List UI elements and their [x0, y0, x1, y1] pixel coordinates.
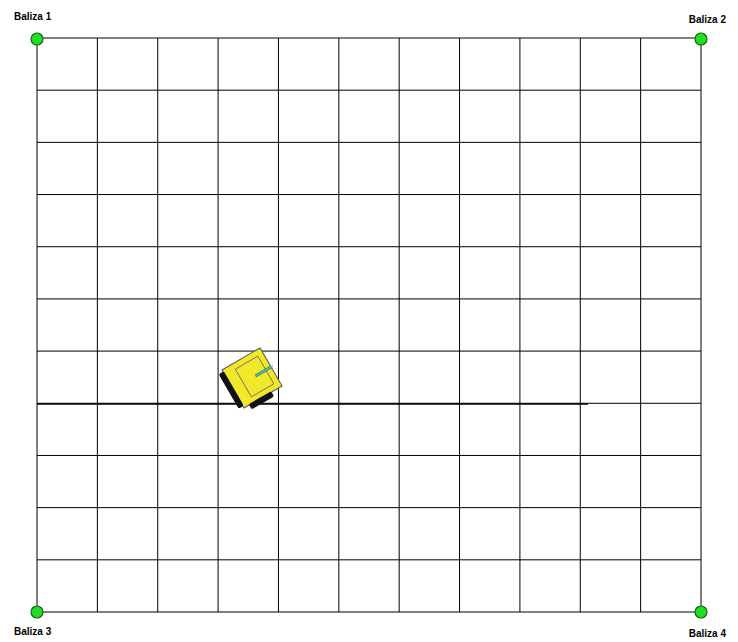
beacons	[31, 33, 707, 618]
grid-line	[37, 507, 701, 508]
grid-line	[580, 38, 581, 612]
grid-line	[97, 38, 98, 612]
grid-line	[459, 38, 460, 612]
grid-line	[399, 38, 400, 612]
grid-line	[338, 38, 339, 612]
grid-line	[37, 38, 701, 39]
grid-line	[640, 38, 641, 612]
beacon-dot	[31, 33, 43, 45]
grid-line	[37, 403, 701, 404]
beacon-dot	[695, 33, 707, 45]
beacon-dot	[695, 606, 707, 618]
grid-line	[37, 298, 701, 299]
robot-body	[222, 348, 282, 408]
path-line	[37, 403, 588, 405]
beacon-label: Baliza 2	[689, 14, 726, 26]
beacon-dot	[31, 606, 43, 618]
robot-wheel	[249, 391, 275, 409]
grid-line	[37, 90, 701, 91]
grid-line	[278, 38, 279, 612]
grid-line	[37, 38, 38, 612]
robot	[218, 347, 287, 415]
grid-line	[37, 455, 701, 456]
grid-line	[37, 612, 701, 613]
grid-line	[37, 194, 701, 195]
beacon-label: Baliza 3	[14, 626, 51, 638]
beacon-label: Baliza 1	[14, 11, 51, 23]
grid-line	[37, 142, 701, 143]
robot-sensor	[255, 366, 272, 376]
grid-line	[37, 351, 701, 352]
grid-line	[701, 38, 702, 612]
robot-plate	[235, 356, 274, 397]
grid-line	[519, 38, 520, 612]
beacon-label: Baliza 4	[689, 628, 726, 640]
grid	[37, 38, 701, 612]
grid-line	[157, 38, 158, 612]
grid-line	[218, 38, 219, 612]
grid-line	[37, 559, 701, 560]
grid-line	[37, 246, 701, 247]
